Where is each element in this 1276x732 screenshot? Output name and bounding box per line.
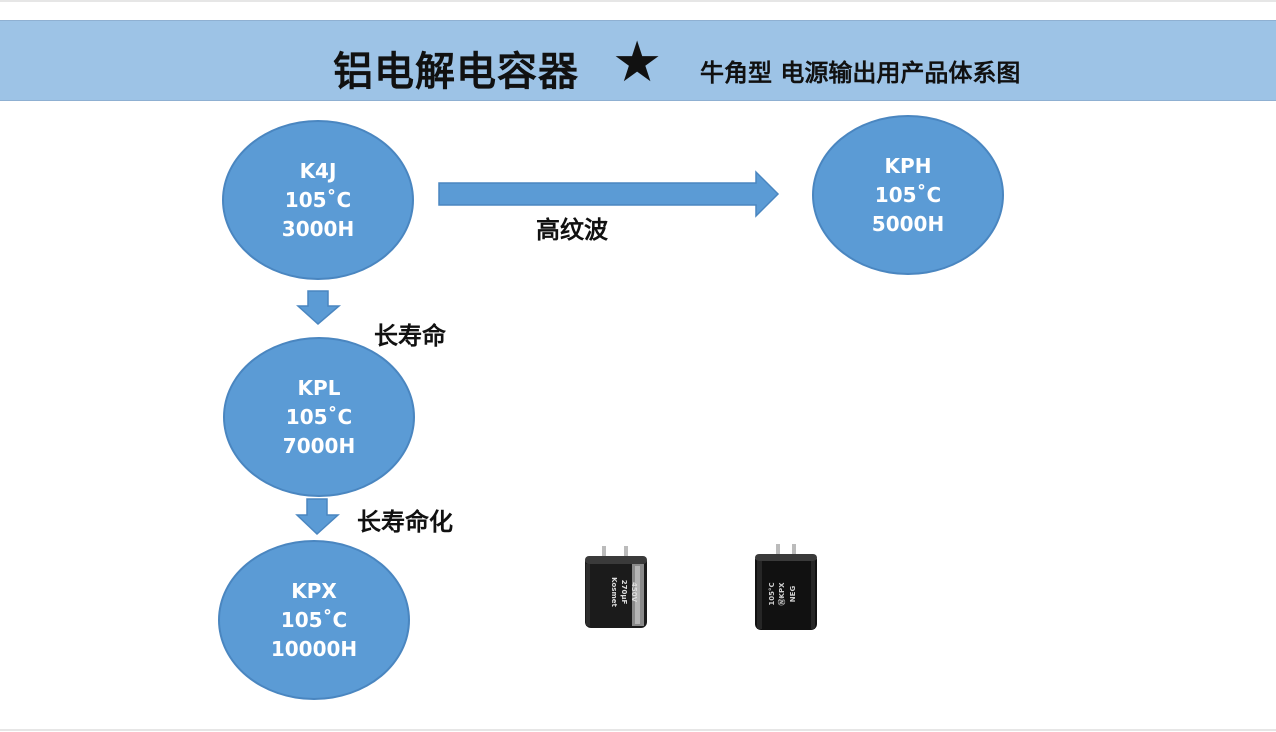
arrow-k4j-to-kph bbox=[438, 170, 780, 218]
edge-label-longer-life: 长寿命化 bbox=[357, 508, 453, 536]
capacitor-right-mark-temp: 105°C bbox=[768, 582, 776, 605]
node-kph-name: KPH bbox=[884, 153, 932, 178]
node-kpx: KPX 105˚C 10000H bbox=[218, 540, 410, 700]
page-subtitle: 牛角型 电源输出用产品体系图 bbox=[700, 59, 1021, 87]
top-rule bbox=[0, 0, 1276, 2]
node-kpx-name: KPX bbox=[291, 578, 337, 603]
edge-label-high-ripple: 高纹波 bbox=[536, 216, 608, 244]
capacitor-photo-kosmet: 450V 270μF Kosmet bbox=[585, 546, 647, 628]
arrow-k4j-to-kpl bbox=[296, 290, 342, 325]
capacitor-left-mark-voltage: 450V bbox=[630, 582, 638, 603]
capacitor-right-mark-brand: NEG bbox=[789, 586, 797, 603]
node-kpl-temp: 105˚C bbox=[285, 404, 353, 429]
node-kpl: KPL 105˚C 7000H bbox=[223, 337, 415, 497]
node-kpl-life: 7000H bbox=[282, 433, 356, 458]
bottom-rule bbox=[0, 729, 1276, 731]
capacitor-left-mark-capacitance: 270μF bbox=[620, 580, 628, 605]
capacitor-right-mark-series: ⓃKPX bbox=[777, 582, 786, 606]
star-icon: ★ bbox=[612, 30, 663, 95]
node-kpx-temp: 105˚C bbox=[280, 607, 348, 632]
node-k4j-temp: 105˚C bbox=[284, 187, 352, 212]
page-title: 铝电解电容器 bbox=[333, 49, 579, 95]
capacitor-photo-kpx: 105°C ⓃKPX NEG bbox=[755, 544, 817, 630]
capacitor-left-mark-brand: Kosmet bbox=[610, 577, 618, 607]
node-k4j-name: K4J bbox=[299, 158, 337, 183]
node-kph-temp: 105˚C bbox=[874, 182, 942, 207]
header-banner: 铝电解电容器 ★ 牛角型 电源输出用产品体系图 bbox=[0, 20, 1276, 101]
arrow-kpl-to-kpx bbox=[295, 498, 340, 536]
node-kph-life: 5000H bbox=[871, 211, 945, 236]
node-kph: KPH 105˚C 5000H bbox=[812, 115, 1004, 275]
node-kpx-life: 10000H bbox=[270, 636, 358, 661]
node-k4j-life: 3000H bbox=[281, 216, 355, 241]
node-kpl-name: KPL bbox=[297, 375, 341, 400]
edge-label-long-life: 长寿命 bbox=[374, 322, 446, 350]
node-k4j: K4J 105˚C 3000H bbox=[222, 120, 414, 280]
